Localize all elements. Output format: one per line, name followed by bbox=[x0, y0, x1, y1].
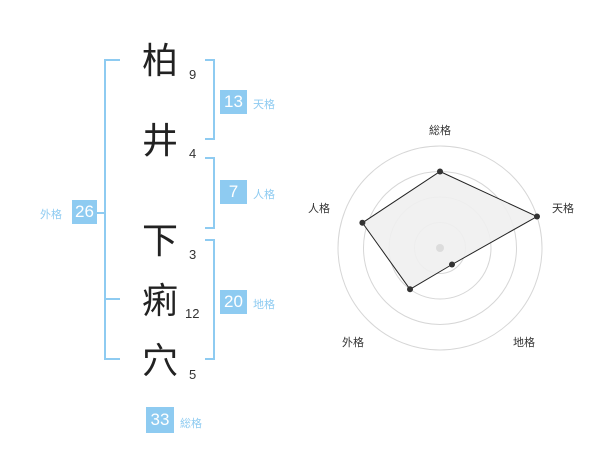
axis-label-soukaku: 総格 bbox=[429, 123, 451, 137]
chikaku-bracket-top bbox=[205, 239, 215, 241]
jinkaku-badge: 7 bbox=[220, 180, 247, 204]
tenkaku-bracket-bottom bbox=[205, 138, 215, 140]
radar-polygon bbox=[361, 170, 539, 290]
stroke-count-1: 9 bbox=[189, 67, 197, 82]
radar-ring bbox=[337, 145, 543, 351]
chikaku-bracket bbox=[213, 239, 215, 360]
gaikaku-bracket-top bbox=[104, 59, 120, 61]
name-char-3: 下 bbox=[141, 221, 178, 262]
tenkaku-bracket bbox=[213, 59, 215, 140]
radar-center bbox=[436, 244, 444, 252]
jinkaku-label: 人格 bbox=[253, 188, 275, 201]
jinkaku-bracket-top bbox=[205, 157, 215, 159]
radar-point bbox=[534, 213, 541, 220]
radar-point bbox=[448, 261, 455, 268]
name-char-5: 穴 bbox=[141, 341, 178, 382]
jinkaku-bracket bbox=[213, 157, 215, 229]
jinkaku-bracket-bottom bbox=[205, 227, 215, 229]
soukaku-badge: 33 bbox=[146, 407, 174, 433]
gaikaku-badge: 26 bbox=[72, 200, 97, 224]
tenkaku-label: 天格 bbox=[253, 98, 275, 111]
name-char-4: 痢 bbox=[141, 281, 178, 322]
tenkaku-badge: 13 bbox=[220, 90, 247, 114]
gaikaku-label: 外格 bbox=[40, 208, 62, 221]
stroke-count-2: 4 bbox=[189, 146, 197, 161]
radar-point bbox=[437, 168, 443, 175]
soukaku-label: 総格 bbox=[180, 417, 202, 430]
gaikaku-connector bbox=[97, 212, 105, 214]
name-char-2: 井 bbox=[141, 121, 178, 162]
stroke-count-4: 12 bbox=[185, 306, 200, 321]
chikaku-label: 地格 bbox=[253, 298, 275, 311]
axis-label-tenkaku: 天格 bbox=[552, 201, 574, 215]
radar-point bbox=[407, 286, 414, 293]
gaikaku-bracket-bottom bbox=[104, 358, 120, 360]
chikaku-bracket-bottom bbox=[205, 358, 215, 360]
axis-label-chikaku: 地格 bbox=[513, 335, 535, 349]
name-char-1: 柏 bbox=[141, 41, 178, 82]
chikaku-badge: 20 bbox=[220, 290, 247, 314]
gaikaku-bracket-mid bbox=[104, 298, 120, 300]
axis-label-gaikaku: 外格 bbox=[342, 335, 364, 349]
axis-label-jinkaku: 人格 bbox=[308, 201, 330, 215]
radar-point bbox=[359, 219, 366, 226]
stroke-count-3: 3 bbox=[189, 247, 197, 262]
tenkaku-bracket-top bbox=[205, 59, 215, 61]
gaikaku-bracket bbox=[104, 59, 106, 360]
stroke-count-5: 5 bbox=[189, 367, 197, 382]
